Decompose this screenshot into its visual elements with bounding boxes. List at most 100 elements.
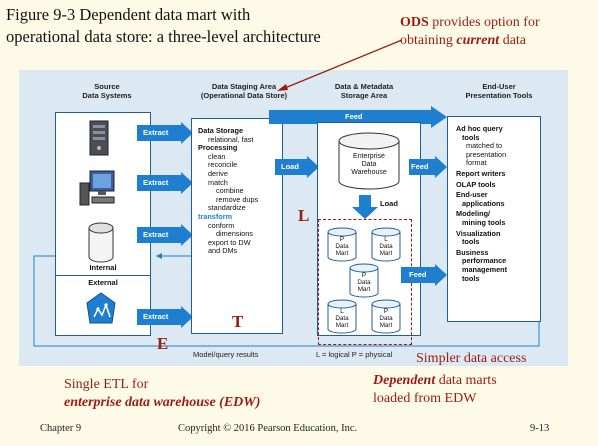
external-label: External xyxy=(88,278,118,287)
load-arrow-down xyxy=(352,195,378,219)
desktop-computer-icon xyxy=(79,170,115,206)
source-systems-box: Internal External xyxy=(55,112,151,336)
dependent-callout: Dependent data marts loaded from EDW xyxy=(373,372,593,408)
architecture-diagram: Source Data Systems Data Staging Area (O… xyxy=(19,70,568,366)
slide-title-line2: operational data store: a three-level ar… xyxy=(6,27,321,46)
column-header-source: Source Data Systems xyxy=(82,82,132,100)
feed-label-edw: Feed xyxy=(411,162,429,171)
load-label-staging: Load xyxy=(281,162,299,171)
staging-line: derive xyxy=(208,168,228,178)
feed-arrow-marts xyxy=(401,264,447,286)
etl-letter-e: E xyxy=(157,334,169,353)
etl-letter-t: T xyxy=(232,312,244,331)
presentation-tool-line: performance xyxy=(462,256,507,266)
presentation-tool-line: End-user xyxy=(456,190,488,200)
staging-line: standardize xyxy=(208,203,246,213)
external-web-icon xyxy=(86,292,116,324)
edw-cylinder-icon xyxy=(338,132,400,190)
presentation-tool-line: Ad hoc query xyxy=(456,124,503,133)
staging-line: dimensions xyxy=(216,229,253,239)
staging-line: Processing xyxy=(198,143,238,153)
column-header-staging: Data Staging Area (Operational Data Stor… xyxy=(200,82,288,100)
extract-label-2: Extract xyxy=(143,178,169,187)
staging-line: and DMs xyxy=(208,246,238,256)
staging-line: reconcile xyxy=(208,160,238,170)
model-query-results-label: Model/query results xyxy=(193,350,259,359)
ods-callout: ODS provides option for obtaining curren… xyxy=(400,14,590,50)
presentation-tool-line: matched to xyxy=(466,141,503,151)
edw-callout-line1: Single ETL for xyxy=(64,377,149,392)
footer-copyright: Copyright © 2016 Pearson Education, Inc. xyxy=(178,423,358,434)
presentation-tool-line: tools xyxy=(462,237,480,247)
ods-callout-bold: ODS xyxy=(400,15,429,30)
extract-arrow-2 xyxy=(137,172,193,194)
presentation-tool-line: format xyxy=(466,158,487,168)
slide-title: Figure 9-3 Dependent data mart with oper… xyxy=(6,4,396,48)
legend-logical-physical: L = logical P = physical xyxy=(316,350,393,359)
extract-arrow-3 xyxy=(137,224,193,246)
staging-line: relational, fast xyxy=(208,134,254,144)
edw-callout: Single ETL for enterprise data warehouse… xyxy=(64,376,324,412)
column-header-presentation: End-User Presentation Tools xyxy=(465,82,533,100)
staging-line: export to DW xyxy=(208,237,251,247)
extract-label-3: Extract xyxy=(143,230,169,239)
footer-chapter: Chapter 9 xyxy=(40,423,82,434)
extract-arrow-4 xyxy=(137,306,193,328)
simpler-access-callout: Simpler data access xyxy=(416,351,527,366)
extract-arrow-1 xyxy=(137,122,193,144)
staging-line: Data Storage xyxy=(198,126,244,135)
presentation-tool-line: Modeling/ xyxy=(456,209,491,219)
presentation-tool-line: applications xyxy=(462,198,505,208)
edw-callout-line2: enterprise data warehouse (EDW) xyxy=(64,395,261,410)
staging-line: match xyxy=(208,177,228,187)
feed-label-top: Feed xyxy=(345,112,363,121)
edw-cylinder-label: Enterprise Data Warehouse xyxy=(351,153,387,176)
footer-page-number: 9-13 xyxy=(530,423,550,434)
ods-callout-italic: current xyxy=(456,33,500,48)
dependent-callout-italic: Dependent xyxy=(373,373,436,388)
internal-label: Internal xyxy=(89,263,117,272)
presentation-tool-line: management xyxy=(462,264,508,274)
staging-line: remove dups xyxy=(216,194,259,204)
feed-label-marts: Feed xyxy=(409,270,427,279)
internal-external-divider xyxy=(56,275,150,276)
staging-line: clean xyxy=(208,151,226,161)
feed-arrow-edw xyxy=(409,156,447,178)
slide-title-line1: Figure 9-3 Dependent data mart with xyxy=(6,5,251,24)
load-label-down: Load xyxy=(380,199,398,208)
staging-line: combine xyxy=(216,186,244,196)
dependent-callout-text2: loaded from EDW xyxy=(373,391,477,406)
presentation-tool-line: OLAP tools xyxy=(456,179,496,189)
extract-label-4: Extract xyxy=(143,312,169,321)
presentation-tool-line: mining tools xyxy=(462,217,506,227)
presentation-tool-line: Business xyxy=(456,247,489,257)
database-cylinder-icon xyxy=(88,222,114,263)
ods-callout-text3: data xyxy=(499,33,527,48)
presentation-tool-line: Visualization xyxy=(456,228,501,238)
load-arrow-staging xyxy=(275,156,319,178)
presentation-tool-line: tools xyxy=(462,132,480,142)
extract-label-1: Extract xyxy=(143,128,169,137)
staging-line: transform xyxy=(198,211,233,221)
dependent-callout-text1: data marts xyxy=(435,373,497,388)
column-header-storage: Data & Metadata Storage Area xyxy=(334,82,394,100)
staging-line: conform xyxy=(208,220,235,230)
presentation-tool-line: Report writers xyxy=(456,168,506,178)
etl-letter-l: L xyxy=(298,206,310,225)
server-icon xyxy=(89,120,109,156)
